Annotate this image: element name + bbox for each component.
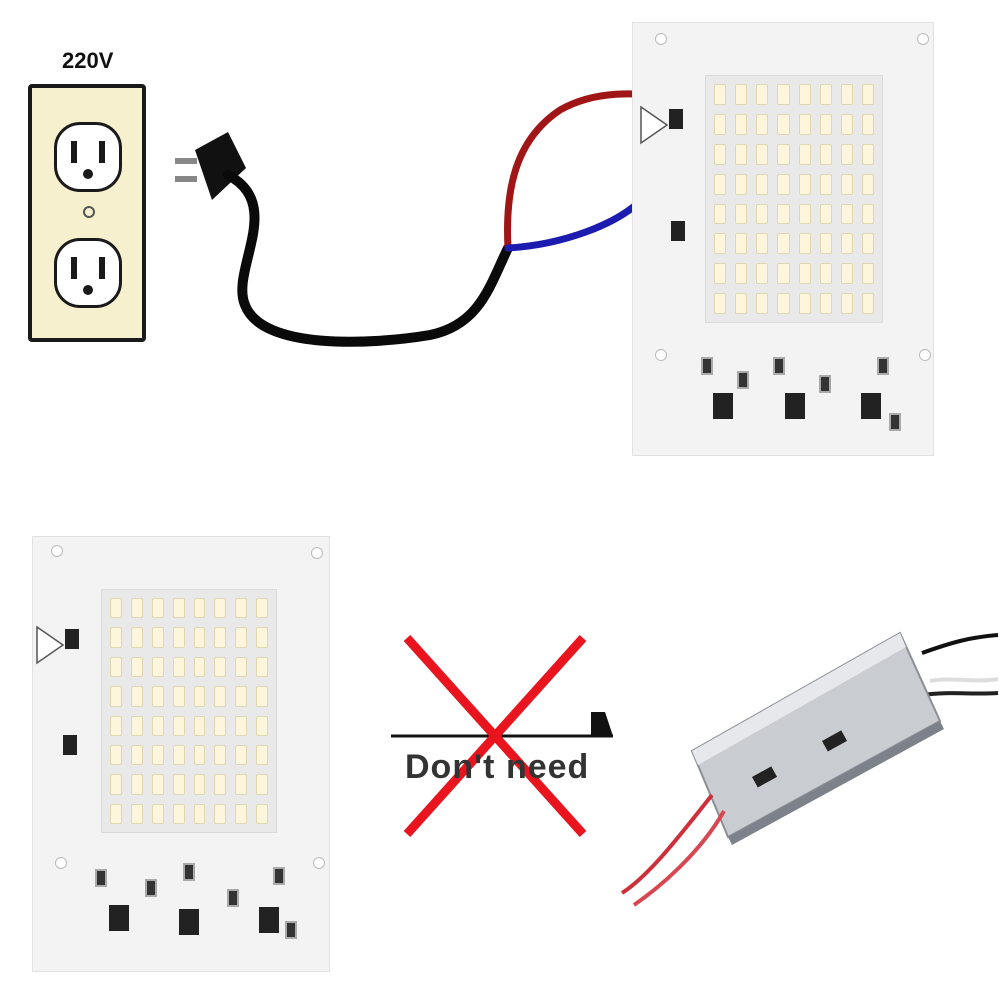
- led-array: [705, 75, 883, 323]
- warning-triangle-icon: [36, 625, 65, 665]
- led-array: [101, 589, 277, 833]
- dont-need-label: Don't need: [405, 748, 590, 786]
- voltage-label: 220V: [62, 48, 114, 73]
- socket-top: [54, 122, 122, 192]
- led-board-connected: [632, 22, 934, 456]
- warning-triangle-icon: [640, 105, 669, 145]
- led-driver-icon: [620, 631, 999, 907]
- outlet-screw-icon: [83, 206, 95, 218]
- socket-bottom: [54, 238, 122, 308]
- dont-need-cross-icon: [391, 634, 613, 838]
- wall-outlet-icon: [28, 84, 146, 342]
- plug-icon: [175, 132, 246, 200]
- led-board-standalone: [32, 536, 330, 972]
- black-cable: [223, 170, 513, 347]
